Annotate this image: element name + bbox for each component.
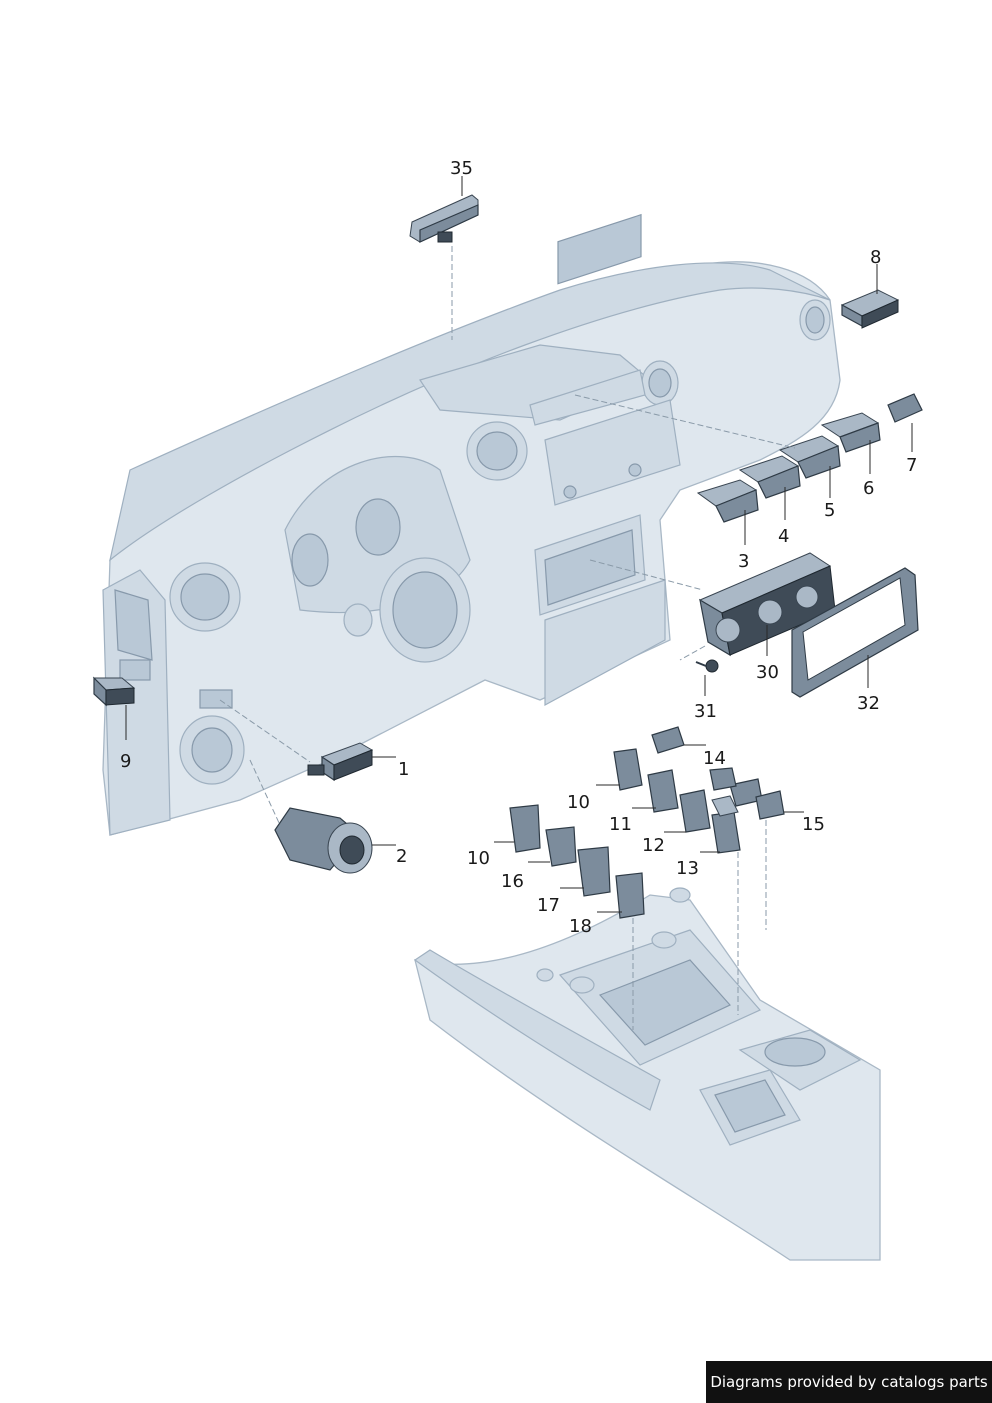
callout-9: 9 [120, 751, 131, 772]
dash-switches-3-6 [696, 412, 881, 523]
callout-14: 14 [703, 748, 726, 769]
callout-5: 5 [824, 500, 835, 521]
part-35-sensor [409, 194, 479, 243]
callout-18: 18 [569, 916, 592, 937]
callout-7: 7 [906, 455, 917, 476]
center-console-illustration [413, 887, 881, 1261]
callout-12: 12 [642, 835, 665, 856]
part-7-blank-cover [887, 393, 923, 423]
footer-credit: Diagrams provided by catalogs parts [706, 1361, 992, 1403]
callout-35: 35 [450, 158, 473, 179]
callout-16: 16 [501, 871, 524, 892]
part-8-switch [840, 289, 900, 329]
callout-labels: 35 8 7 6 5 4 3 30 32 31 9 1 2 14 10 11 1… [120, 158, 917, 937]
console-switches [509, 726, 785, 919]
callout-15: 15 [802, 814, 825, 835]
callout-4: 4 [778, 526, 789, 547]
callout-3: 3 [738, 551, 749, 572]
callout-30: 30 [756, 662, 779, 683]
dashboard-illustration [102, 213, 841, 836]
callout-31: 31 [694, 701, 717, 722]
callout-17: 17 [537, 895, 560, 916]
callout-6: 6 [863, 478, 874, 499]
callout-32: 32 [857, 693, 880, 714]
callout-13: 13 [676, 858, 699, 879]
part-1-switch [307, 742, 374, 782]
callout-1: 1 [398, 759, 409, 780]
callout-8: 8 [870, 247, 881, 268]
callout-10-upper: 10 [567, 792, 590, 813]
callout-11: 11 [609, 814, 632, 835]
part-9-switch [92, 676, 136, 707]
part-31-screw [695, 659, 719, 673]
leader-lines [125, 176, 913, 1030]
part-32-trim-frame [791, 567, 919, 698]
part-2-light-switch [274, 807, 373, 874]
part-30-climate-control [698, 552, 836, 657]
callout-10-lower: 10 [467, 848, 490, 869]
callout-2: 2 [396, 846, 407, 867]
